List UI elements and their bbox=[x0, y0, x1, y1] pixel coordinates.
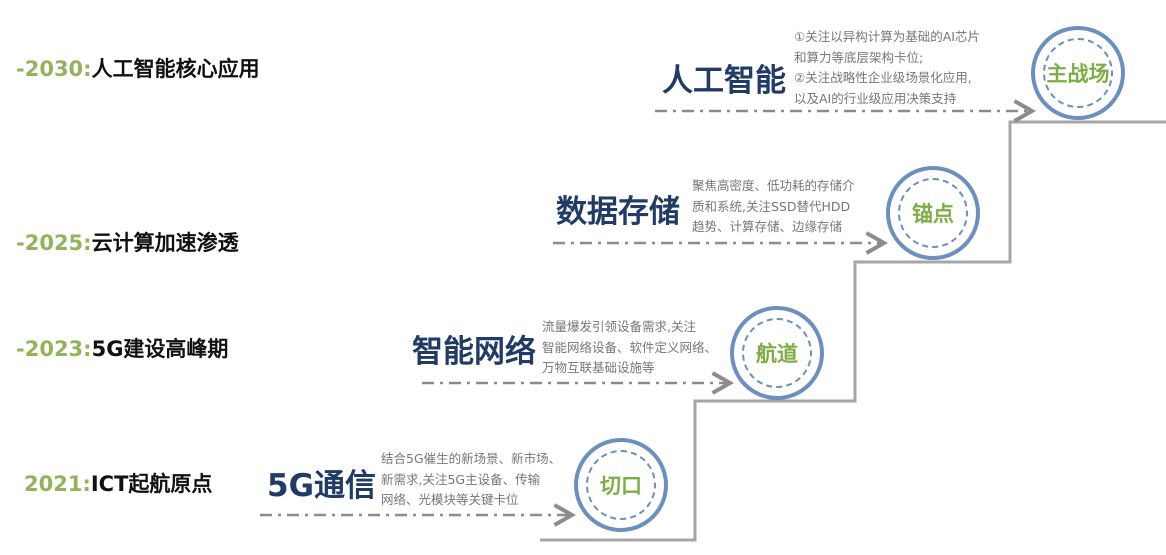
stage-2023-colon: : bbox=[83, 337, 92, 361]
stage-2023-desc-line: 万物互联基础设施等 bbox=[542, 360, 655, 375]
stage-2021-desc-line: 网络、光模块等关键卡位 bbox=[381, 492, 519, 507]
stage-2030-desc-line: ①关注以异构计算为基础的AI芯片 bbox=[794, 29, 980, 44]
stage-2023-title: 智能网络 bbox=[412, 334, 536, 370]
staircase-line bbox=[540, 120, 1166, 542]
stage-2025-badge-circle: 锚点 bbox=[886, 166, 980, 260]
stage-2023-label: -2023:5G建设高峰期 bbox=[16, 333, 228, 363]
stage-2021-desc: 结合5G催生的新场景、新市场、 新需求,关注5G主设备、传输 网络、光模块等关键… bbox=[381, 449, 561, 511]
stage-2023-headline: 5G建设高峰期 bbox=[91, 337, 229, 361]
stage-2025-title: 数据存储 bbox=[556, 194, 680, 230]
stage-2025-label: -2025:云计算加速渗透 bbox=[16, 227, 239, 257]
stage-2023-desc-line: 智能网络设备、软件定义网络、 bbox=[542, 339, 718, 355]
stage-2030-title: 人工智能 bbox=[662, 63, 786, 99]
stage-2021-badge-circle: 切口 bbox=[574, 438, 668, 532]
stage-2021-desc-line: 结合5G催生的新场景、新市场、 bbox=[381, 451, 562, 466]
stage-2030-year: -2030 bbox=[16, 57, 84, 81]
stage-2021-label: 2021:ICT起航原点 bbox=[24, 468, 212, 498]
stage-2023-year: -2023 bbox=[16, 337, 84, 361]
stage-2021-title: 5G通信 bbox=[267, 468, 377, 504]
stage-2025-headline: 云计算加速渗透 bbox=[91, 231, 239, 255]
stage-2025-desc: 聚焦高密度、低功耗的存储介 质和系统,关注SSD替代HDD 趋势、计算存储、边缘… bbox=[692, 176, 855, 238]
stage-2023-badge: 航道 bbox=[742, 318, 812, 388]
stage-2030-desc: ①关注以异构计算为基础的AI芯片 和算力等底层架构卡位; ②关注战略性企业级场景… bbox=[794, 27, 980, 109]
stage-2025-desc-line: 质和系统,关注SSD替代HDD bbox=[692, 198, 851, 214]
stage-2021-badge: 切口 bbox=[586, 450, 656, 520]
stage-2023-desc-line: 流量爆发引领设备需求,关注 bbox=[542, 319, 696, 334]
stage-2023-badge-circle: 航道 bbox=[730, 306, 824, 400]
stage-2030-colon: : bbox=[83, 57, 92, 81]
stage-2030-headline: 人工智能核心应用 bbox=[91, 57, 260, 81]
stage-2021-desc-line: 新需求,关注5G主设备、传输 bbox=[381, 471, 541, 487]
stage-2021-colon: : bbox=[82, 472, 91, 496]
stage-2030-desc-line: 以及AI的行业级应用决策支持 bbox=[794, 90, 957, 106]
stage-2021-headline: ICT起航原点 bbox=[90, 472, 213, 496]
stage-2030-badge: 主战场 bbox=[1043, 38, 1113, 108]
stage-2025-year: -2025 bbox=[16, 231, 84, 255]
stage-2030-desc-line: ②关注战略性企业级场景化应用, bbox=[794, 70, 972, 85]
stage-2025-desc-line: 趋势、计算存储、边缘存储 bbox=[692, 219, 843, 234]
stage-2030-desc-line: 和算力等底层架构卡位; bbox=[794, 49, 924, 65]
stage-2021-year: 2021 bbox=[24, 472, 83, 496]
stage-2030-badge-circle: 主战场 bbox=[1031, 26, 1125, 120]
stage-2025-desc-line: 聚焦高密度、低功耗的存储介 bbox=[692, 178, 855, 193]
stage-2025-badge: 锚点 bbox=[898, 178, 968, 248]
stage-2030-label: -2030:人工智能核心应用 bbox=[16, 53, 260, 83]
stage-2025-colon: : bbox=[83, 231, 92, 255]
stage-2023-desc: 流量爆发引领设备需求,关注 智能网络设备、软件定义网络、 万物互联基础设施等 bbox=[542, 317, 717, 379]
